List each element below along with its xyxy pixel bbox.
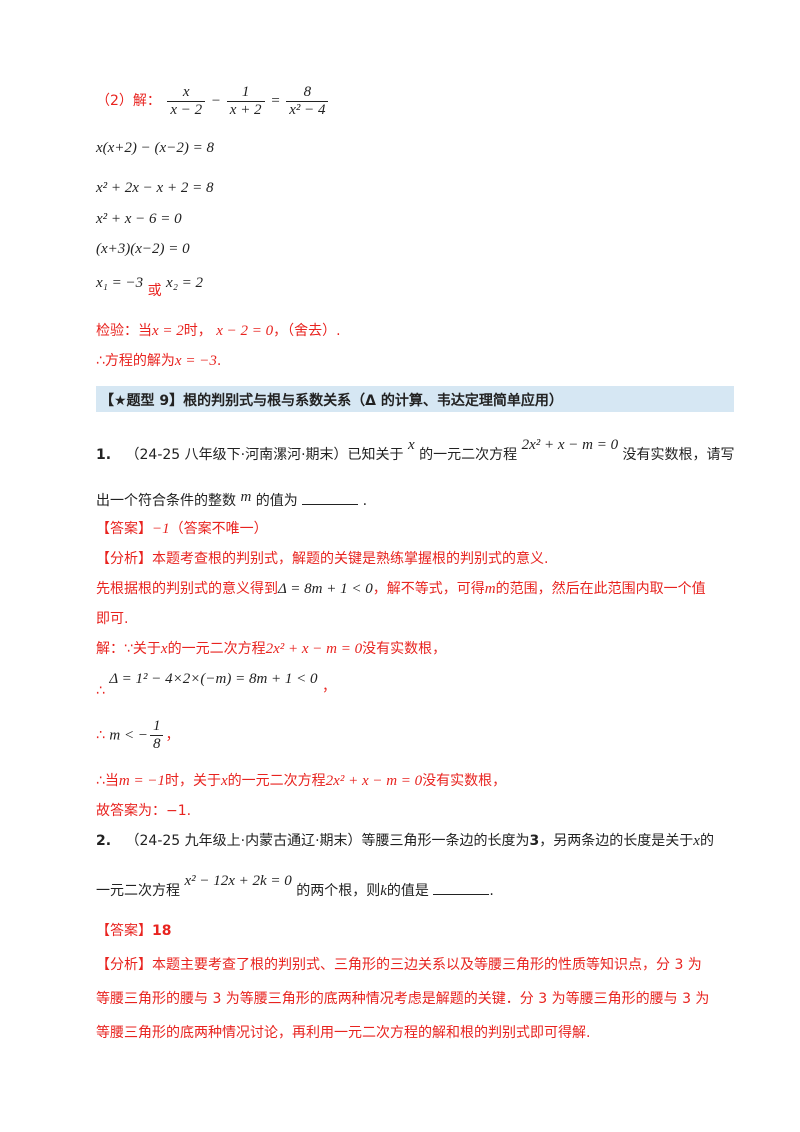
conclusion-line: ∴方程的解为x = −3. [96,353,222,369]
delta-line: ∴ Δ = 1² − 4×2×(−m) = 8m + 1 < 0 ， [96,671,336,699]
solution-2-step-4: (x+3)(x−2) = 0 [96,241,190,257]
solution-2-label: （2）解： [96,92,161,109]
final-answer-line: 故答案为：−1. [96,803,192,819]
analysis-line-2: 先根据根的判别式的意义得到Δ = 8m + 1 < 0，解不等式，可得m的范围，… [96,581,706,597]
root-2: x₂ = 2 [166,275,204,291]
when-line: ∴当m = −1时，关于x的一元二次方程2x² + x − m = 0没有实数根… [96,773,507,789]
analysis-2-line-1: 【分析】本题主要考查了根的判别式、三角形的三边关系以及等腰三角形的性质等知识点，… [96,957,702,973]
analysis-line-3: 即可. [96,611,129,627]
check-line: 检验：当x = 2时， x − 2 = 0，（舍去）. [96,323,341,339]
section-title: 【★题型 9】根的判别式与根与系数关系（Δ 的计算、韦达定理简单应用） [100,393,563,409]
solution-2-step-2: x² + 2x − x + 2 = 8 [96,180,214,196]
question-number: 2. [96,833,112,849]
root-1: x₁ = −3 [96,275,144,291]
answer-blank [433,880,490,895]
solution-2-roots: x₁ = −3 或 x₂ = 2 [96,272,204,299]
section-banner: 【★题型 9】根的判别式与根与系数关系（Δ 的计算、韦达定理简单应用） [96,386,734,412]
answer-line: 【答案】−1（答案不唯一） [96,521,268,537]
question-1-line-2: 出一个符合条件的整数 m 的值为 . [96,489,368,509]
question-number: 1. [96,447,112,463]
analysis-2-line-3: 等腰三角形的底两种情况讨论，再利用一元二次方程的解和根的判别式即可得解. [96,1025,591,1041]
question-2-line-1: 2. （24-25 九年级上·内蒙古通辽·期末）等腰三角形一条边的长度为3，另两… [96,833,714,849]
or-word: 或 [147,283,162,299]
answer-line-2: 【答案】18 [96,923,172,939]
solution-2-step-1: x(x+2) − (x−2) = 8 [96,140,214,156]
question-1-line-1: 1. （24-25 八年级下·河南漯河·期末）已知关于 x 的一元二次方程 2x… [96,437,735,463]
analysis-line-1: 【分析】本题考查根的判别式，解题的关键是熟练掌握根的判别式的意义. [96,551,549,567]
answer-blank [302,490,359,505]
solution-2-step-3: x² + x − 6 = 0 [96,211,182,227]
analysis-2-line-2: 等腰三角形的腰与 3 为等腰三角形的底两种情况考虑是解题的关键．分 3 为等腰三… [96,991,710,1007]
question-2-line-2: 一元二次方程 x² − 12x + 2k = 0 的两个根，则k的值是 . [96,873,494,899]
solution-line-1: 解：∵关于x的一元二次方程2x² + x − m = 0没有实数根， [96,641,447,657]
